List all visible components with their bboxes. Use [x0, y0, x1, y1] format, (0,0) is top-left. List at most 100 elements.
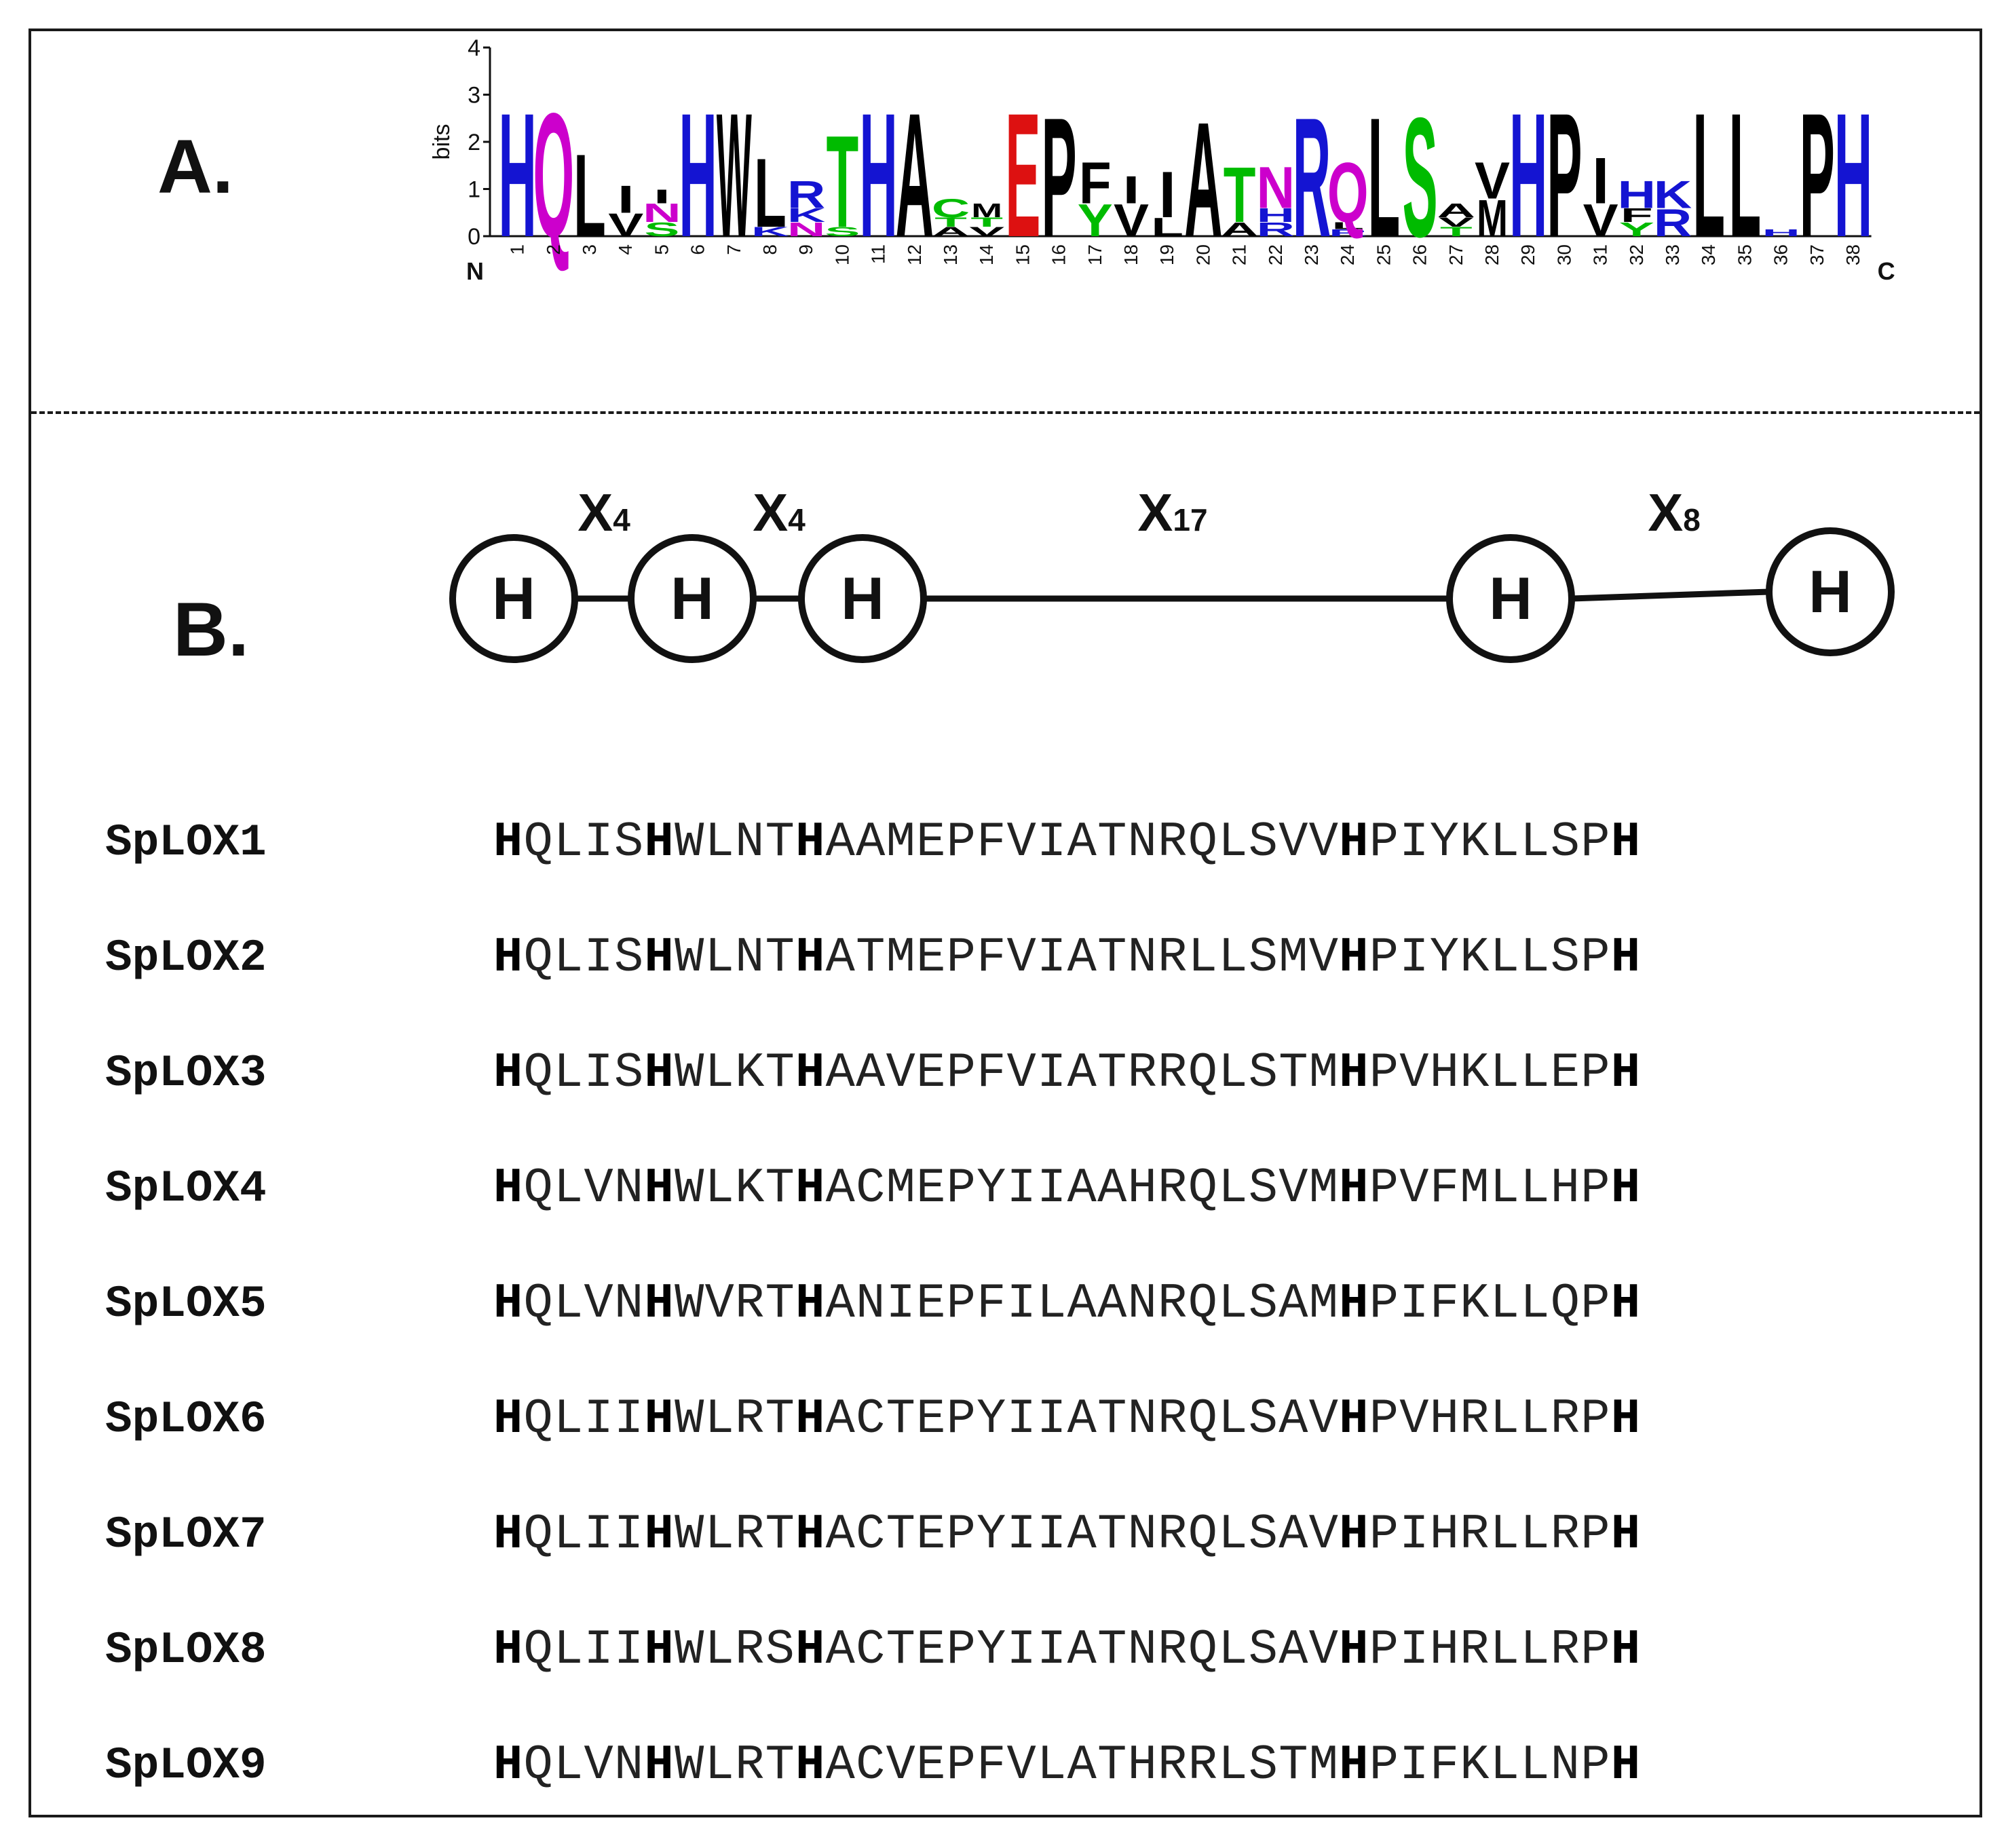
conserved-histidine: H — [644, 1276, 675, 1332]
sequence-residues: HQLVNHWVRTHANIEPFILAANRQLSAMHPIFKLLQPH — [493, 1279, 1641, 1328]
conserved-histidine: H — [795, 1507, 826, 1562]
logo-letter: A — [1437, 200, 1475, 222]
logo-letter: S — [1403, 83, 1438, 273]
logo-letter: A — [896, 76, 934, 274]
residue-segment: QLVN — [523, 1737, 645, 1793]
residue-segment: WLKT — [675, 1161, 796, 1216]
logo-position-label: 10 — [831, 244, 852, 265]
logo-letter: K — [751, 225, 789, 239]
histidine-node-label: H — [1808, 558, 1852, 625]
logo-y-tick-label: 2 — [468, 130, 480, 155]
logo-letter: V — [1583, 195, 1618, 246]
logo-position-label: 22 — [1265, 244, 1286, 265]
conserved-histidine: H — [1339, 1507, 1369, 1562]
spacer-label: X17 — [1137, 483, 1207, 542]
conserved-histidine: H — [493, 1276, 524, 1332]
logo-letter: N — [1257, 155, 1295, 221]
sequence-name: SpLOX7 — [105, 1509, 267, 1560]
logo-letter: K — [1654, 172, 1692, 216]
conserved-histidine: H — [1339, 1737, 1369, 1793]
conserved-histidine: H — [795, 1045, 826, 1101]
logo-y-tick-label: 1 — [468, 177, 480, 203]
residue-segment: PIYKLLSP — [1369, 814, 1611, 870]
logo-position-label: 20 — [1192, 244, 1213, 265]
residue-segment: WLRS — [675, 1622, 796, 1678]
histidine-node-label: H — [1489, 565, 1532, 632]
logo-letter: H — [1618, 172, 1656, 216]
conserved-histidine: H — [1339, 1045, 1369, 1101]
logo-position-label: 30 — [1553, 244, 1574, 265]
logo-letter: L — [1368, 83, 1401, 273]
residue-segment: ACTEPYIIATNRQLSAV — [825, 1391, 1340, 1447]
logo-letter: A — [1220, 219, 1258, 240]
conserved-histidine: H — [1610, 1507, 1642, 1562]
logo-letter: T — [934, 215, 967, 229]
logo-letter: V — [1114, 195, 1149, 246]
residue-segment: PIHRLLRP — [1369, 1622, 1611, 1678]
sequence-residues: HQLISHWLNTHATMEPFVIATNRLLSMVHPIYKLLSPH — [493, 933, 1641, 982]
conserved-histidine: H — [644, 1391, 675, 1447]
residue-segment: ACMEPYIIAAHRQLSVM — [825, 1161, 1340, 1216]
logo-letter: H — [1834, 76, 1872, 274]
residue-segment: PIFKLLQP — [1369, 1276, 1611, 1332]
logo-position-label: 31 — [1590, 244, 1611, 265]
spacer-label: X8 — [1648, 483, 1701, 542]
logo-letter: A — [932, 225, 970, 239]
logo-letter: T — [970, 215, 1003, 229]
conserved-histidine: H — [1610, 1737, 1642, 1793]
logo-letter: C — [932, 194, 970, 223]
residue-segment: QLII — [523, 1507, 645, 1562]
conserved-histidine: H — [644, 930, 675, 985]
sequence-name: SpLOX2 — [105, 932, 267, 983]
logo-letter: H — [1509, 76, 1547, 274]
conserved-histidine: H — [493, 1045, 524, 1101]
logo-letter: K — [787, 205, 825, 227]
histidine-node — [1766, 527, 1895, 656]
logo-letter: F — [1079, 150, 1112, 216]
logo-letter: P — [1800, 76, 1835, 274]
panel-b-label: B. — [173, 587, 249, 672]
residue-segment: ACVEPFVLATHRRLSTM — [825, 1737, 1340, 1793]
logo-letter: F — [1621, 205, 1653, 227]
logo-position-label: 35 — [1734, 244, 1755, 265]
logo-letter: H — [498, 76, 536, 274]
motif-connectors — [575, 588, 1770, 602]
logo-letter: N — [643, 199, 681, 228]
conserved-histidine: H — [1339, 1276, 1369, 1332]
panel-divider — [31, 411, 1979, 414]
logo-position-label: 13 — [940, 244, 961, 265]
logo-position-label: 7 — [723, 244, 744, 255]
logo-position-label: 29 — [1517, 244, 1538, 265]
logo-position-label: 25 — [1373, 244, 1394, 265]
logo-letter: T — [1440, 225, 1473, 239]
logo-position-label: 8 — [759, 244, 780, 255]
logo-position-label: 2 — [543, 244, 564, 255]
logo-position-label: 17 — [1084, 244, 1105, 265]
residue-segment: QLVN — [523, 1276, 645, 1332]
logo-position-label: 23 — [1301, 244, 1322, 265]
logo-y-tick-label: 0 — [468, 224, 480, 250]
conserved-histidine: H — [795, 1737, 826, 1793]
logo-position-label: 15 — [1012, 244, 1033, 265]
residue-segment: ACTEPYIIATNRQLSAV — [825, 1622, 1340, 1678]
logo-y-axis-label: bits — [429, 124, 455, 160]
residue-segment: QLVN — [523, 1161, 645, 1216]
conserved-histidine: H — [1610, 1391, 1642, 1447]
residue-segment: QLII — [523, 1622, 645, 1678]
sequence-residues: HQLISHWLNTHAAMEPFVIATNRQLSVVHPIYKLLSPH — [493, 818, 1641, 867]
logo-letter: L — [754, 138, 787, 248]
motif-connector — [1571, 588, 1770, 602]
logo-letter: P — [1042, 83, 1077, 273]
conserved-histidine: H — [1339, 1622, 1369, 1678]
conserved-histidine: H — [644, 1161, 675, 1216]
logo-letter: L — [1151, 212, 1183, 242]
logo-position-label: 1 — [507, 244, 528, 255]
logo-position-label: 21 — [1229, 244, 1250, 265]
conserved-histidine: H — [1610, 1276, 1642, 1332]
sequence-residues: HQLVNHWLKTHACMEPYIIAAHRQLSVMHPVFMLLHPH — [493, 1164, 1641, 1213]
residue-segment: WLKT — [675, 1045, 796, 1101]
